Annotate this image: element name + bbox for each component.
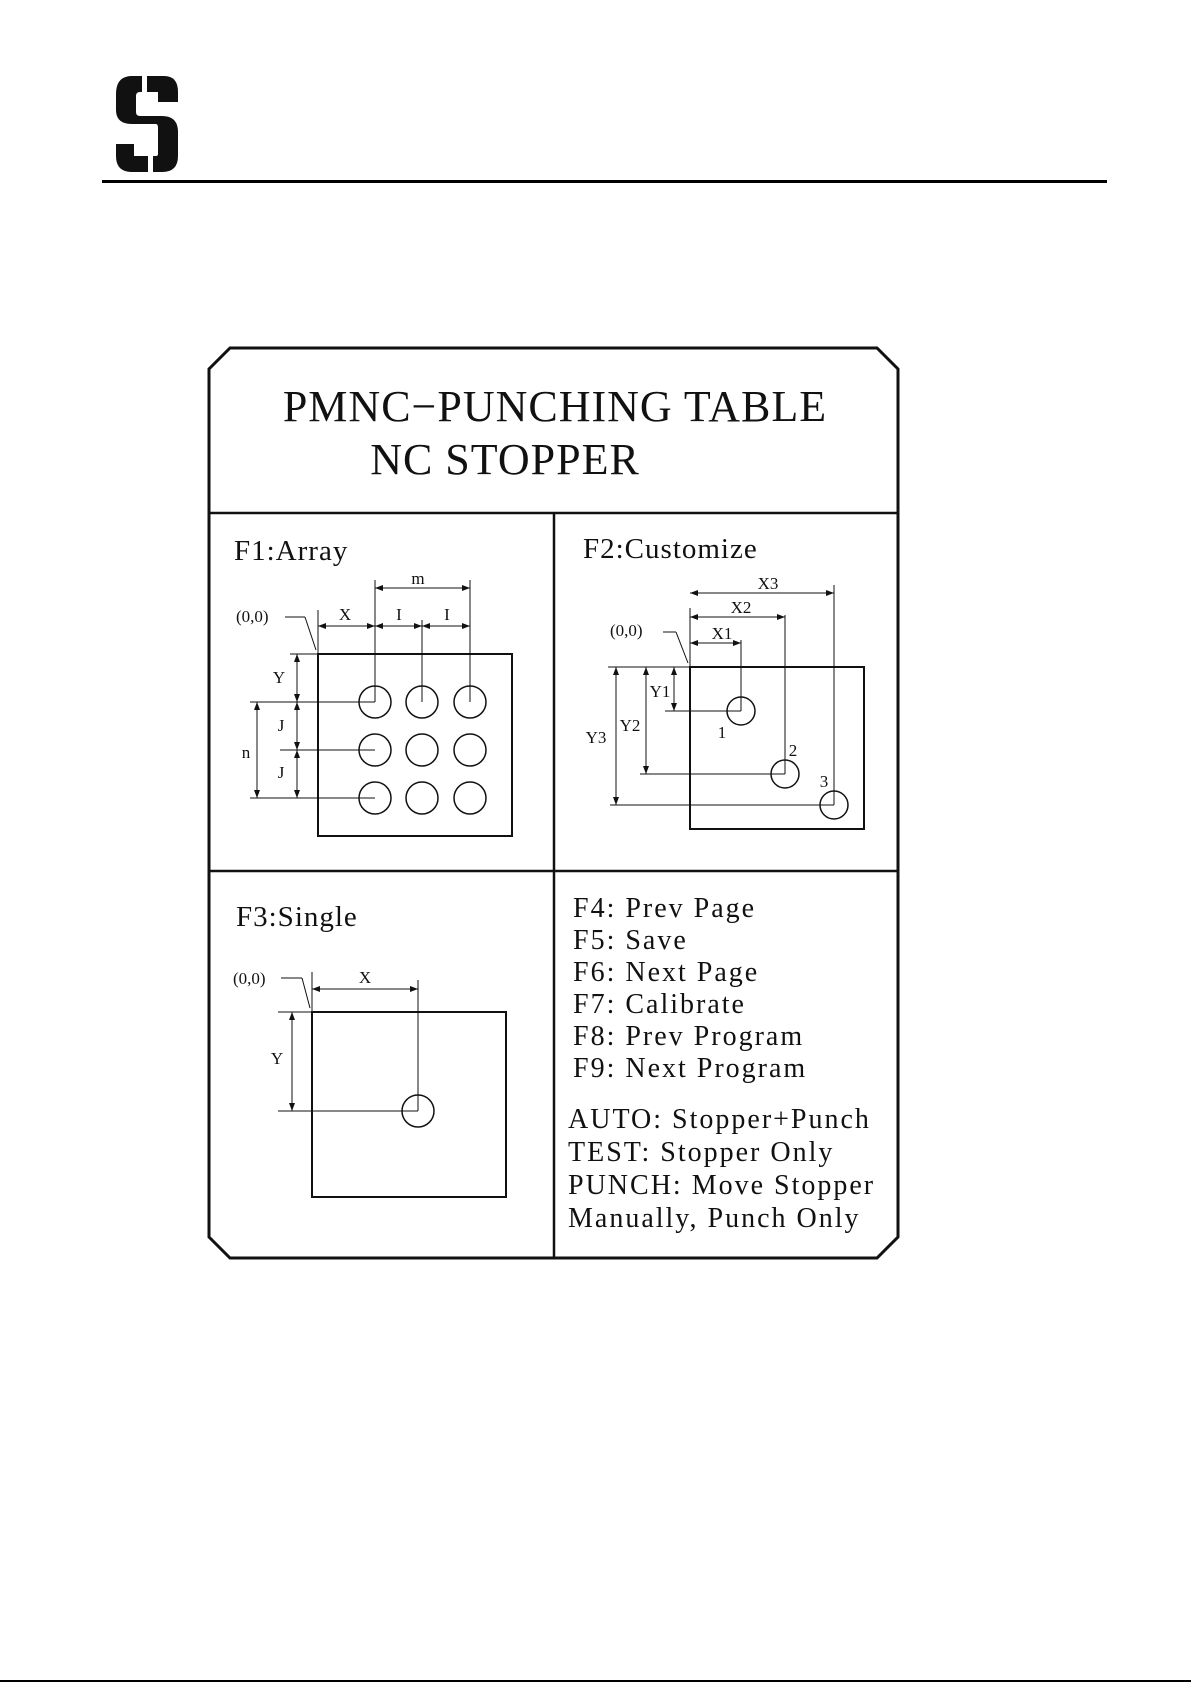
panel-title-line1: PMNC−PUNCHING TABLE [283,382,827,431]
mode-punch-line1: PUNCH: Move Stopper [568,1170,875,1201]
array-diagram: F1:Array [234,535,512,836]
array-dim-j2: J [278,763,285,782]
single-plate [312,1012,506,1197]
mode-auto: AUTO: Stopper+Punch [568,1104,871,1135]
array-plate [318,654,512,836]
array-origin: (0,0) [236,607,269,626]
array-dim-j1: J [278,716,285,735]
customize-point-1: 1 [718,723,727,742]
key-f7: F7: Calibrate [573,989,746,1020]
panel-title-line2: NC STOPPER [370,435,640,484]
single-origin: (0,0) [233,969,266,988]
single-dim-x: X [359,968,371,987]
array-hole [454,782,486,814]
customize-origin: (0,0) [610,621,643,640]
array-dim-y: Y [273,668,285,687]
key-f6: F6: Next Page [573,957,759,988]
mode-punch-line2: Manually, Punch Only [568,1203,861,1234]
key-f5: F5: Save [573,925,688,956]
array-label: F1:Array [234,535,348,567]
array-dim-m: m [411,569,424,588]
customize-dim-y1: Y1 [650,682,671,701]
array-dim-i1: I [396,605,402,624]
key-f9: F9: Next Program [573,1053,807,1084]
footer-rule [0,1680,1191,1682]
customize-dim-x2: X2 [731,598,752,617]
key-f8: F8: Prev Program [573,1021,804,1052]
mode-test: TEST: Stopper Only [568,1137,834,1168]
customize-diagram: F2:Customize [583,533,864,829]
array-hole [406,734,438,766]
array-hole [454,734,486,766]
array-hole [406,782,438,814]
single-diagram: F3:Single (0,0) X Y [233,901,506,1197]
array-dim-x: X [339,605,351,624]
customize-dim-x1: X1 [712,624,733,643]
customize-dim-y2: Y2 [620,716,641,735]
customize-point-3: 3 [820,772,829,791]
customize-label: F2:Customize [583,533,758,565]
key-f4: F4: Prev Page [573,893,756,924]
customize-point-2: 2 [789,741,798,760]
function-keys-legend: F4: Prev Page F5: Save F6: Next Page F7:… [568,893,875,1234]
customize-dim-x3: X3 [758,574,779,593]
single-dim-y: Y [271,1049,283,1068]
array-dim-i2: I [444,605,450,624]
single-label: F3:Single [236,901,358,933]
customize-dim-y3: Y3 [586,728,607,747]
array-dim-n: n [242,743,251,762]
